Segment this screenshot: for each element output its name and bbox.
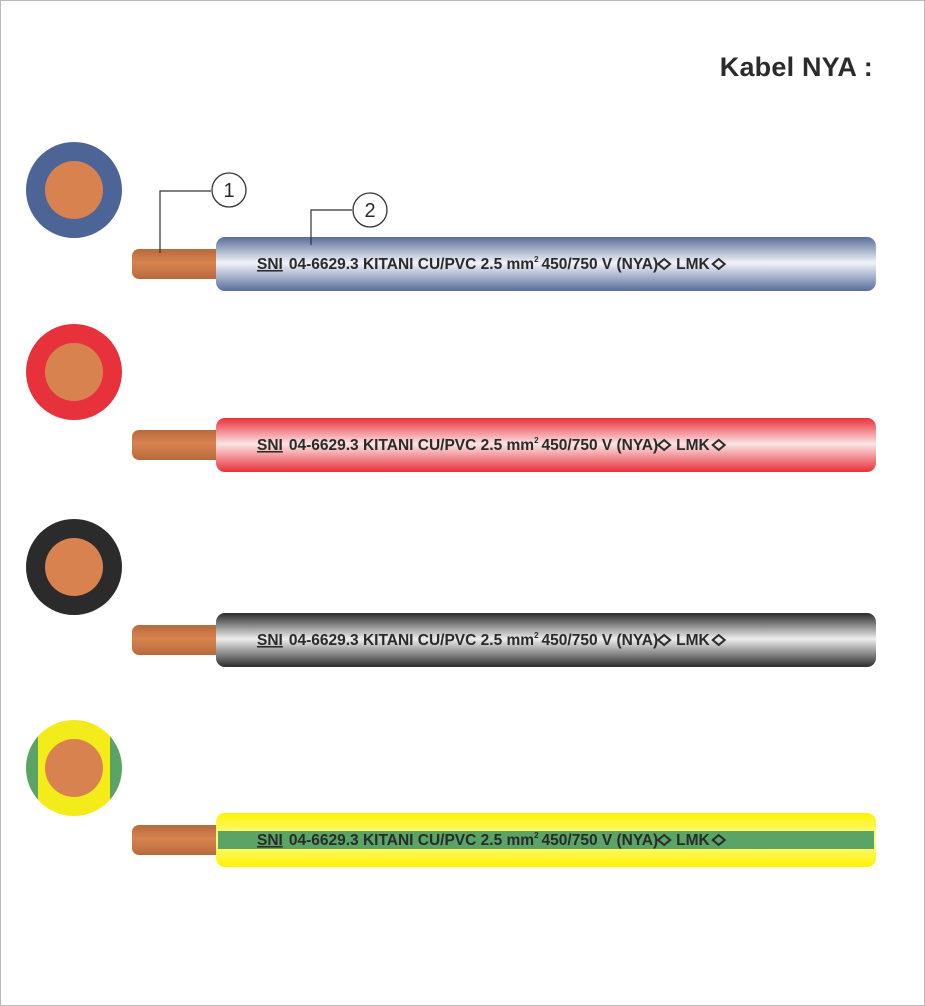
copper-core: [45, 739, 103, 797]
marking-text: 04-6629.3 KITANI CU/PVC 2.5 mm: [289, 437, 534, 454]
marking-standard: SNI: [257, 632, 283, 649]
marking-superscript: 2: [534, 255, 539, 264]
diamond-symbol: [711, 633, 727, 647]
marking-standard: SNI: [257, 256, 283, 273]
diamond-symbol: [711, 257, 727, 271]
insulation-black: [216, 613, 876, 667]
callout-1-number: 1: [223, 180, 234, 202]
marking-tail: LMK: [676, 832, 710, 849]
diamond-symbol: [711, 833, 727, 847]
stripe-left: [26, 720, 38, 816]
marking-superscript: 2: [534, 831, 539, 840]
insulation-blue: [216, 237, 876, 291]
diamond-symbol: [656, 833, 672, 847]
callout-2: 2: [310, 192, 388, 245]
marking-tail: LMK: [676, 256, 710, 273]
marking-tail: LMK: [676, 632, 710, 649]
marking-tail: LMK: [676, 437, 710, 454]
cross-section-black: [26, 519, 122, 615]
diamond-symbol: [711, 438, 727, 452]
diamond-symbol: [656, 257, 672, 271]
conductor-black: [132, 625, 224, 655]
callout-2-circle: [352, 192, 388, 228]
stripe-right: [110, 720, 122, 816]
cross-section-red: [26, 324, 122, 420]
conductor-blue: [132, 249, 224, 279]
marking-voltage: 450/750 V (NYA): [542, 832, 659, 849]
copper-core: [45, 538, 103, 596]
marking-voltage: 450/750 V (NYA): [542, 256, 659, 273]
callout-1: 1: [159, 172, 247, 253]
callout-1-circle: [211, 172, 247, 208]
conductor-yellow-green: [132, 825, 224, 855]
copper-core: [45, 343, 103, 401]
cross-section-blue: [26, 142, 122, 238]
insulation-red: [216, 418, 876, 472]
diagram-title: Kabel NYA :: [719, 52, 873, 82]
marking-voltage: 450/750 V (NYA): [542, 437, 659, 454]
marking-text: 04-6629.3 KITANI CU/PVC 2.5 mm: [289, 256, 534, 273]
marking-text: 04-6629.3 KITANI CU/PVC 2.5 mm: [289, 632, 534, 649]
marking-standard: SNI: [257, 832, 283, 849]
marking-standard: SNI: [257, 437, 283, 454]
cross-section-yellow-green: [26, 720, 122, 816]
copper-core: [45, 161, 103, 219]
marking-voltage: 450/750 V (NYA): [542, 632, 659, 649]
diamond-symbol: [656, 633, 672, 647]
green-stripe: [218, 831, 874, 849]
marking-superscript: 2: [534, 631, 539, 640]
diamond-symbol: [656, 438, 672, 452]
marking-text: 04-6629.3 KITANI CU/PVC 2.5 mm: [289, 832, 534, 849]
conductor-red: [132, 430, 224, 460]
callout-2-number: 2: [364, 200, 375, 222]
marking-superscript: 2: [534, 436, 539, 445]
